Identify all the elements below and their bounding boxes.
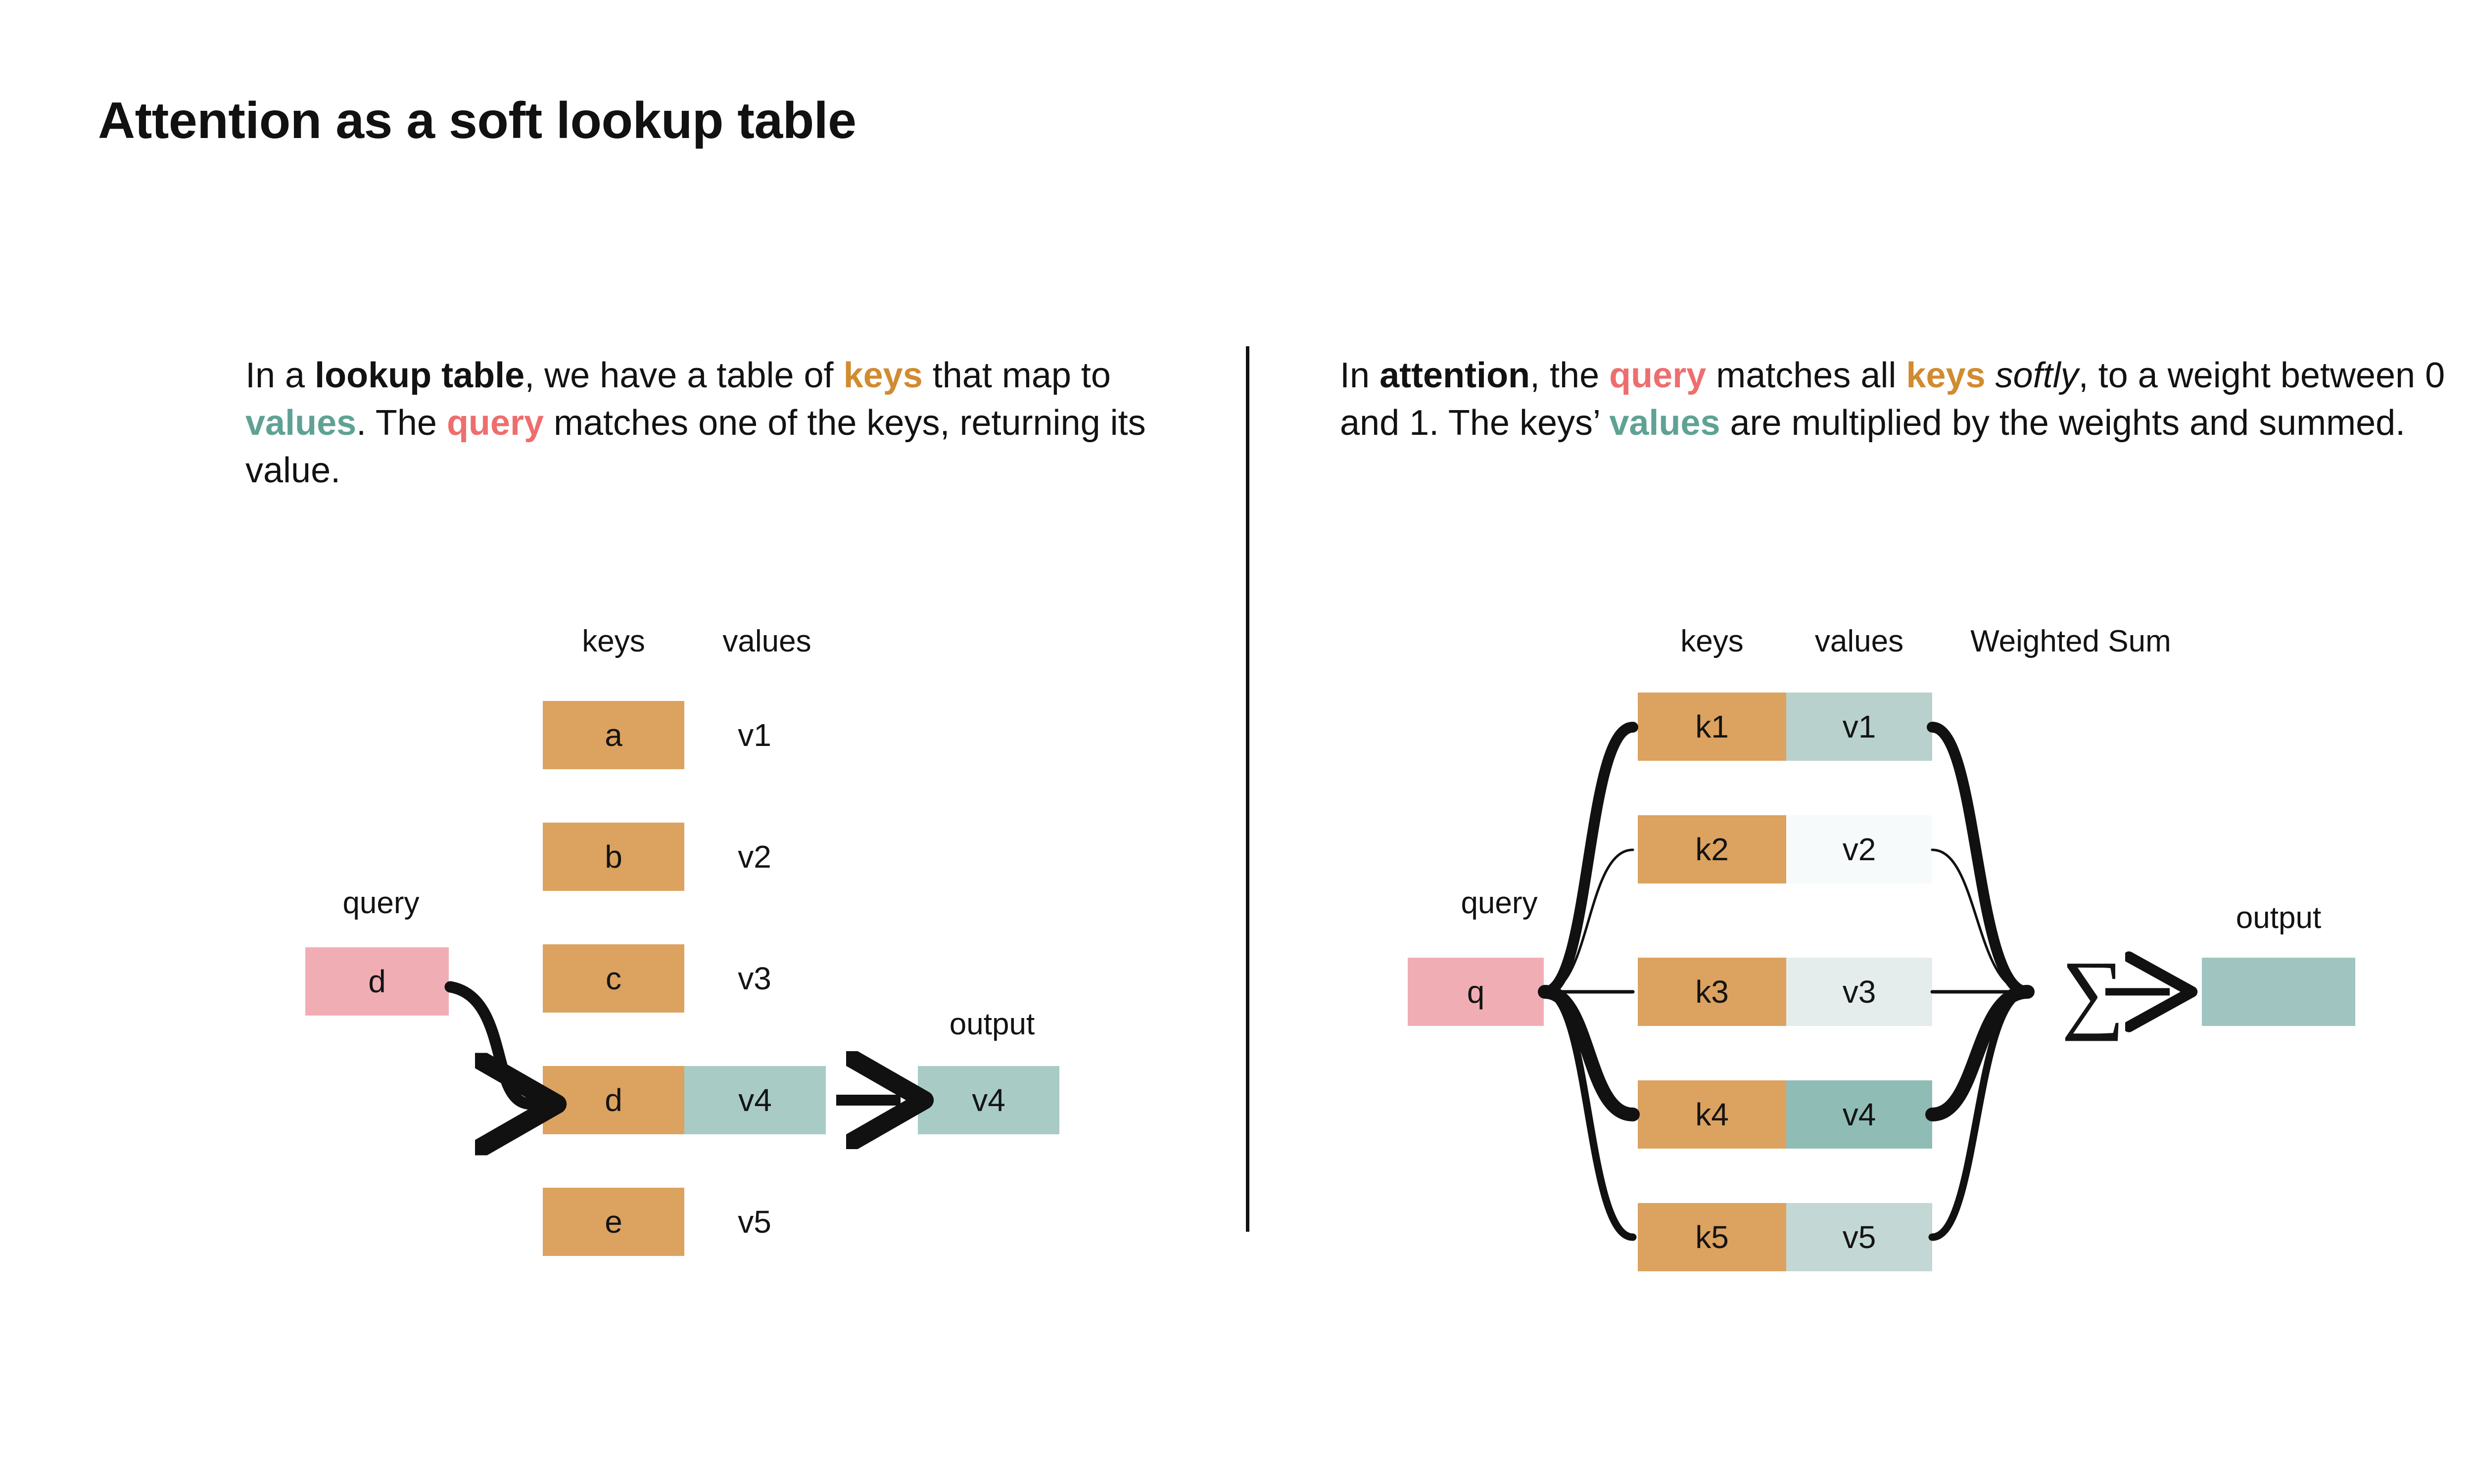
left-value-v5: v5 <box>738 1204 771 1240</box>
left-output-label: output <box>949 1007 1035 1041</box>
attn-curve-q-k4 <box>1538 985 1640 1121</box>
left-value-v1: v1 <box>738 717 771 753</box>
right-output-box[interactable] <box>2202 958 2355 1026</box>
left-query-box[interactable]: d <box>305 947 449 1016</box>
left-key-box-d[interactable]: d <box>543 1066 684 1134</box>
right-value-box-v5[interactable]: v5 <box>1786 1203 1932 1271</box>
seg-italic: softly <box>1985 356 2079 395</box>
seg: . The <box>356 403 447 443</box>
seg-query: query <box>446 403 544 443</box>
left-output-box[interactable]: v4 <box>918 1066 1059 1134</box>
right-value-box-v3[interactable]: v3 <box>1786 958 1932 1026</box>
right-key-box-k3[interactable]: k3 <box>1638 958 1786 1026</box>
seg: that map to <box>922 356 1111 395</box>
right-key-box-k4[interactable]: k4 <box>1638 1080 1786 1149</box>
seg: are multiplied by the weights and summed… <box>1720 403 2406 443</box>
seg: In <box>1340 356 1380 395</box>
page-title: Attention as a soft lookup table <box>98 92 856 149</box>
seg-values: values <box>245 403 357 443</box>
attn-curve-v2-sum <box>1931 848 2029 993</box>
left-key-box-c[interactable]: c <box>543 944 684 1013</box>
right-keys-header: keys <box>1680 624 1744 658</box>
right-value-box-v2[interactable]: v2 <box>1786 815 1932 883</box>
right-key-box-k2[interactable]: k2 <box>1638 815 1786 883</box>
seg: matches all <box>1706 356 1906 395</box>
seg: , we have a table of <box>524 356 844 395</box>
attn-curve-q-k1 <box>1539 722 1638 997</box>
right-query-label: query <box>1461 886 1538 920</box>
left-value-v2: v2 <box>738 839 771 875</box>
right-values-header: values <box>1814 624 1904 658</box>
seg-keys: keys <box>843 356 923 395</box>
seg-bold: lookup table <box>315 356 525 395</box>
seg-query: query <box>1609 356 1707 395</box>
right-panel-paragraph: In attention, the query matches all keys… <box>1340 352 2474 447</box>
left-value-v4[interactable]: v4 <box>684 1066 826 1134</box>
left-query-label: query <box>342 886 420 920</box>
seg: , the <box>1530 356 1610 395</box>
attn-curve-v5-sum <box>1928 988 2032 1241</box>
left-value-v3: v3 <box>738 961 771 996</box>
seg: matches one of the keys, returning its v… <box>245 403 1146 490</box>
seg-values: values <box>1609 403 1720 443</box>
right-key-box-k1[interactable]: k1 <box>1638 693 1786 761</box>
attn-curve-v1-sum <box>1927 722 2033 997</box>
attn-curve-q-k5 <box>1541 988 1637 1241</box>
right-key-box-k5[interactable]: k5 <box>1638 1203 1786 1271</box>
right-value-box-v4[interactable]: v4 <box>1786 1080 1932 1149</box>
right-output-label: output <box>2236 901 2322 935</box>
left-key-box-b[interactable]: b <box>543 823 684 891</box>
seg-keys: keys <box>1906 356 1986 395</box>
left-key-box-a[interactable]: a <box>543 701 684 769</box>
left-query-to-key-arrow <box>444 981 532 1104</box>
panel-divider <box>1246 346 1249 1232</box>
seg: , to a weight between 0 and 1. The keys’ <box>1340 356 2445 443</box>
right-query-box[interactable]: q <box>1408 958 1544 1026</box>
left-values-header: values <box>722 624 811 658</box>
summation-symbol: ∑ <box>2061 942 2125 1041</box>
right-weighted-sum-header: Weighted Sum <box>1970 624 2171 658</box>
right-value-box-v1[interactable]: v1 <box>1786 693 1932 761</box>
attn-curve-q-k2 <box>1543 848 1634 993</box>
left-panel-paragraph: In a lookup table, we have a table of ke… <box>245 352 1225 494</box>
left-keys-header: keys <box>582 624 645 658</box>
left-key-box-e[interactable]: e <box>543 1188 684 1256</box>
attn-curve-v4-sum <box>1925 985 2035 1121</box>
seg: In a <box>245 356 315 395</box>
seg-bold: attention <box>1380 356 1530 395</box>
